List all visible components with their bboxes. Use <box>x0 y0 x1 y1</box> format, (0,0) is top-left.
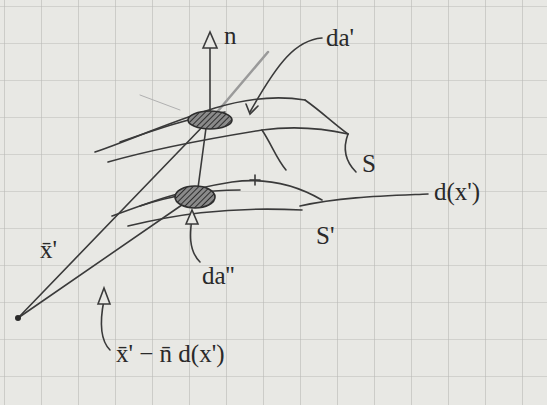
surface-label: S' <box>316 222 334 250</box>
vector-label: n <box>224 22 237 50</box>
origin-point <box>15 315 21 321</box>
surface-label: S <box>362 150 376 178</box>
area-patch <box>188 111 232 129</box>
area-label: da'' <box>202 262 235 290</box>
vector-label: x̄' <box>40 236 57 264</box>
area-patch <box>175 186 215 208</box>
distance-label: d(x') <box>434 178 480 206</box>
position-label: x̄' − n̄ d(x') <box>116 340 225 368</box>
pencil-lines <box>18 32 428 350</box>
area-label: da' <box>326 24 354 52</box>
